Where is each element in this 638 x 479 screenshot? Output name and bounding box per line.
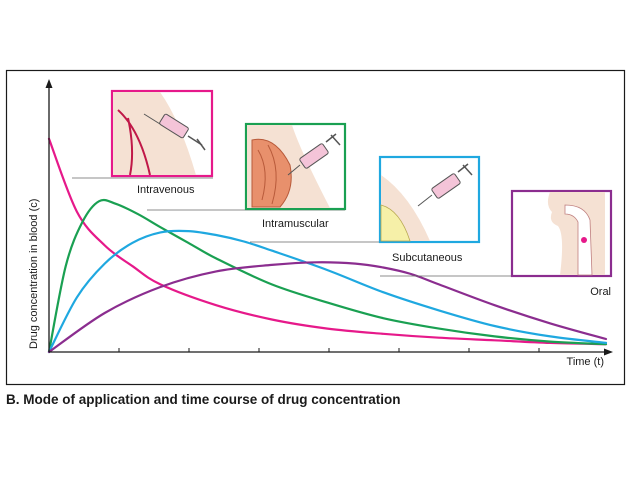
x-axis-arrow xyxy=(604,348,613,356)
mouth-and-throat-icon xyxy=(510,189,613,278)
series-label-intramuscular: Intramuscular xyxy=(262,218,329,230)
syringe-in-vein-icon xyxy=(110,89,214,178)
series-label-intravenous: Intravenous xyxy=(137,184,195,196)
syringe-in-skin-icon xyxy=(378,155,481,244)
series-line-intramuscular xyxy=(47,198,608,354)
series-label-subcutaneous: Subcutaneous xyxy=(392,252,463,264)
series-line-oral xyxy=(47,261,608,354)
syringe-in-muscle-icon xyxy=(244,122,347,211)
y-axis-label: Drug concentration in blood (c) xyxy=(28,199,40,349)
x-ticks xyxy=(118,348,540,352)
series-line-subcutaneous xyxy=(47,229,608,354)
curves xyxy=(47,137,608,354)
y-axis-arrow xyxy=(45,79,53,88)
series-label-oral: Oral xyxy=(590,286,611,298)
series-line-intravenous xyxy=(47,137,608,346)
figure-caption: B. Mode of application and time course o… xyxy=(6,392,401,407)
x-axis-label: Time (t) xyxy=(567,356,604,368)
